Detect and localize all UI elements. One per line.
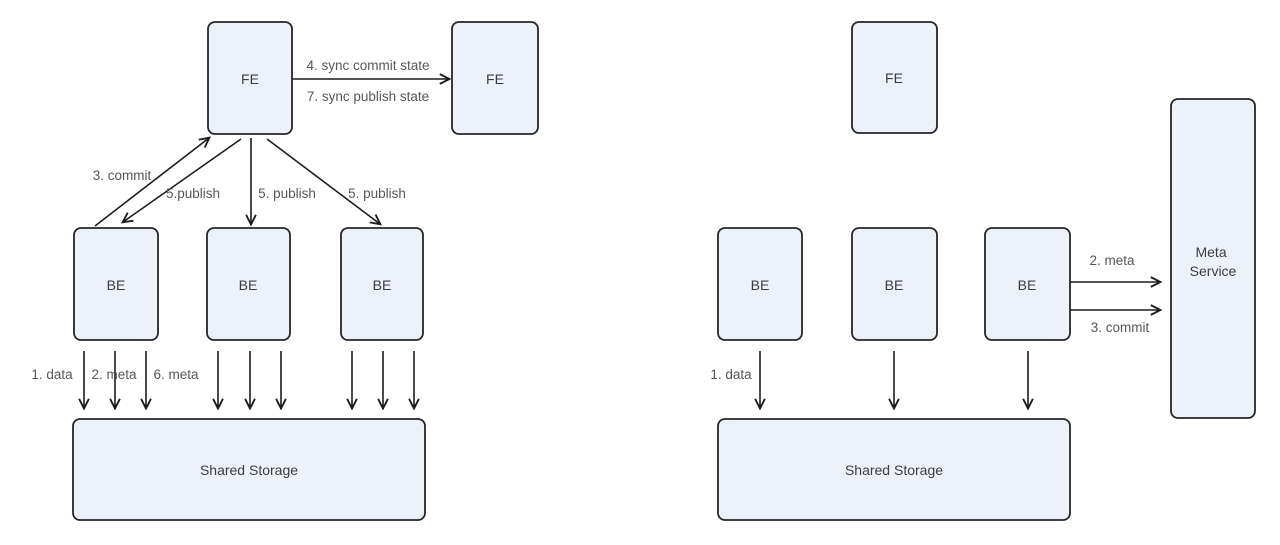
left-commit-arrow	[94, 138, 209, 227]
left-commit-label: 3. commit	[93, 168, 152, 183]
right-be3-label: BE	[1018, 277, 1037, 293]
left-sync-commit-label: 4. sync commit state	[306, 58, 429, 73]
left-shared-storage-box	[72, 418, 426, 521]
right-shared-storage-box	[717, 418, 1071, 521]
right-be1-box	[717, 227, 803, 341]
left-data-label: 1. data	[31, 367, 73, 382]
left-be1-box	[73, 227, 159, 341]
right-fe-box	[851, 21, 938, 134]
left-be2-box	[206, 227, 291, 341]
left-meta6-label: 6. meta	[153, 367, 199, 382]
left-be3-box	[340, 227, 424, 341]
right-be2-label: BE	[885, 277, 904, 293]
left-fe2-label: FE	[486, 71, 504, 87]
left-be2-label: BE	[239, 277, 258, 293]
meta-service-line2: Service	[1190, 263, 1237, 279]
left-be3-label: BE	[373, 277, 392, 293]
right-meta-label: 2. meta	[1089, 253, 1135, 268]
left-publish2-label: 5. publish	[258, 186, 316, 201]
left-publish3-label: 5. publish	[348, 186, 406, 201]
right-fe-label: FE	[885, 70, 903, 86]
right-be3-box	[984, 227, 1071, 341]
right-meta-service-label: Meta Service	[1190, 244, 1237, 279]
right-commit-label: 3. commit	[1091, 320, 1150, 335]
left-shared-storage-label: Shared Storage	[200, 462, 298, 478]
right-be1-label: BE	[751, 277, 770, 293]
meta-service-line1: Meta	[1195, 244, 1226, 260]
left-fe2-box	[451, 21, 539, 135]
left-sync-publish-label: 7. sync publish state	[307, 89, 429, 104]
left-meta2-label: 2. meta	[91, 367, 137, 382]
left-publish3-arrow	[266, 138, 380, 224]
right-data-label: 1. data	[710, 367, 752, 382]
right-shared-storage-label: Shared Storage	[845, 462, 943, 478]
left-be1-label: BE	[107, 277, 126, 293]
left-diagram: FE FE BE BE BE Shared Storage 4. sync co…	[31, 21, 539, 521]
right-diagram: FE BE BE BE Shared Storage Meta Service …	[710, 21, 1256, 521]
right-meta-service-box	[1170, 98, 1256, 419]
left-fe1-box	[207, 21, 293, 135]
left-fe1-label: FE	[241, 71, 259, 87]
left-publish1-arrow	[123, 138, 242, 222]
left-publish1-label: 5.publish	[166, 186, 220, 201]
right-be2-box	[851, 227, 938, 341]
